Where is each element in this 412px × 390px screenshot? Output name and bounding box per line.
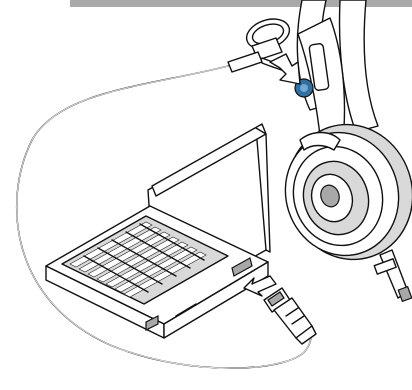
usb-plug-icon <box>264 288 316 344</box>
headset-icon <box>270 0 412 301</box>
laptop-icon <box>46 124 270 338</box>
arrow-icon <box>270 54 300 84</box>
